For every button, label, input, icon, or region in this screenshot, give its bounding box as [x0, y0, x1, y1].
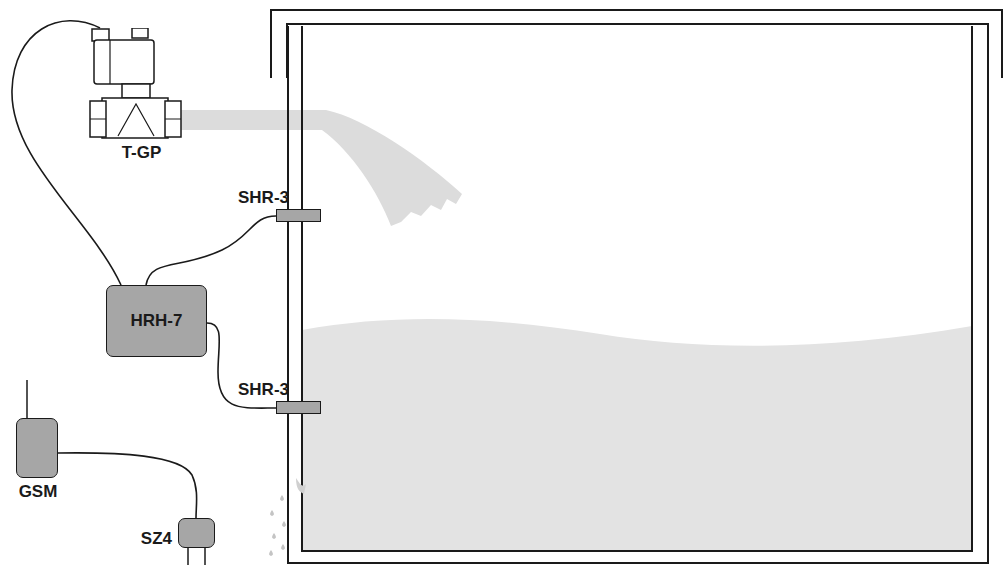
part-label: SHR-3	[238, 380, 289, 400]
leak	[296, 478, 306, 494]
tank-lid	[271, 10, 1002, 78]
leak-drops	[269, 495, 286, 556]
level-sensor: SHR-3	[276, 209, 321, 222]
tank-wall	[288, 26, 988, 563]
level-sensor: SHR-3	[276, 401, 321, 414]
gsm-module: GSM	[16, 418, 58, 478]
water-level	[302, 319, 972, 550]
part-label: T-GP	[122, 143, 162, 163]
solenoid-valve	[88, 28, 183, 140]
part-label: HRH-7	[131, 311, 183, 331]
sensor-leg	[187, 548, 189, 565]
water-stream	[318, 110, 462, 226]
flood-sensor: SZ4	[178, 518, 215, 548]
antenna	[26, 380, 28, 418]
part-label: SZ4	[141, 529, 172, 549]
tank-wall	[302, 26, 972, 551]
inlet-pipe	[175, 110, 322, 130]
solenoid-valve: T-GP	[88, 28, 183, 140]
wire	[146, 216, 276, 285]
part-label: SHR-3	[238, 188, 289, 208]
controller-box: HRH-7	[106, 285, 207, 357]
part-label: GSM	[19, 482, 58, 502]
sensor-leg	[204, 548, 206, 565]
wire	[58, 453, 197, 518]
tank-lid	[287, 24, 988, 78]
